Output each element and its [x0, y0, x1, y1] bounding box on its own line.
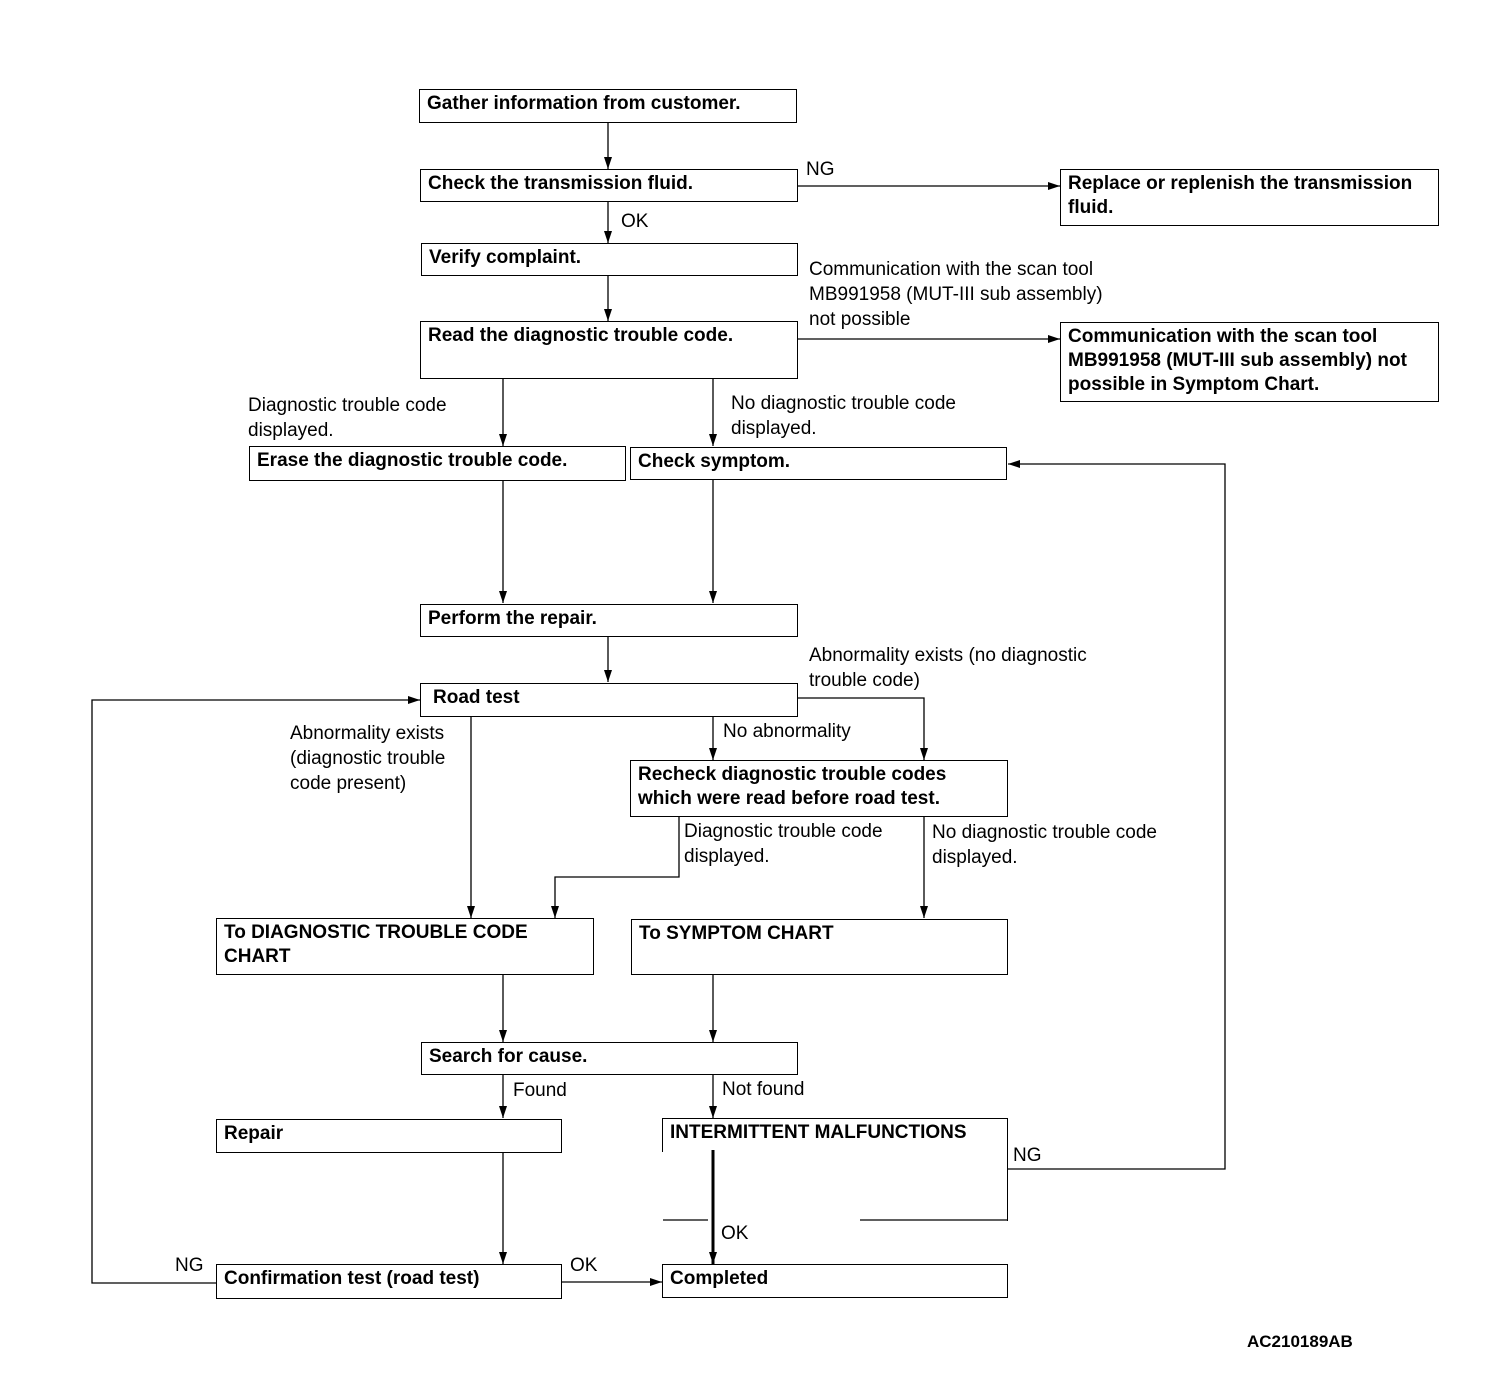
box-intermittent-malfunctions: INTERMITTENT MALFUNCTIONS [662, 1118, 1008, 1152]
box-perform-repair: Perform the repair. [420, 604, 798, 637]
label-ok-confirm: OK [570, 1255, 598, 1276]
label-ng-confirm: NG [175, 1255, 204, 1276]
label-ng-intermittent: NG [1013, 1145, 1042, 1166]
box-confirmation-test: Confirmation test (road test) [216, 1264, 562, 1299]
label-recheck-dtc-2: displayed. [684, 846, 770, 867]
box-gather-information: Gather information from customer. [419, 89, 797, 123]
box-verify-complaint: Verify complaint. [421, 243, 798, 276]
label-comm-line1: Communication with the scan tool [809, 259, 1094, 280]
label-dtc-displayed-1: Diagnostic trouble code [248, 395, 447, 416]
box-check-transmission-fluid: Check the transmission fluid. [420, 169, 798, 202]
label-recheck-dtc-1: Diagnostic trouble code [684, 821, 883, 842]
label-comm-line2: MB991958 (MUT-III sub assembly) [809, 284, 1103, 305]
label-no-dtc-2: displayed. [731, 418, 817, 439]
label-ok-fluid: OK [621, 211, 649, 232]
box-check-symptom: Check symptom. [630, 447, 1007, 480]
label-not-found: Not found [722, 1079, 805, 1100]
label-ok-intermittent: OK [721, 1223, 749, 1244]
intermittent-box-side-right [1007, 1150, 1008, 1221]
box-repair: Repair [216, 1119, 562, 1153]
label-abn-dtc-2: (diagnostic trouble [290, 748, 446, 769]
label-recheck-no-dtc-1: No diagnostic trouble code [932, 822, 1157, 843]
label-abn-no-dtc-1: Abnormality exists (no diagnostic [809, 645, 1087, 666]
box-to-symptom-chart: To SYMPTOM CHART [631, 919, 1008, 975]
arrow-intermittent-to-symptom [1007, 460, 1226, 1170]
label-ng-fluid: NG [806, 159, 835, 180]
label-abn-no-dtc-2: trouble code) [809, 670, 920, 691]
box-erase-dtc: Erase the diagnostic trouble code. [249, 446, 626, 481]
arrow-recheck-to-dtc-chart [551, 817, 680, 918]
label-dtc-displayed-2: displayed. [248, 420, 334, 441]
box-comm-not-possible: Communication with the scan tool MB99195… [1060, 322, 1439, 402]
label-no-dtc-1: No diagnostic trouble code [731, 393, 956, 414]
label-recheck-no-dtc-2: displayed. [932, 847, 1018, 868]
label-abn-dtc-3: code present) [290, 773, 407, 794]
box-recheck-dtc: Recheck diagnostic trouble codes which w… [630, 760, 1008, 817]
arrow-confirmation-to-roadtest [91, 696, 420, 1284]
box-completed: Completed [662, 1264, 1008, 1298]
reference-code: AC210189AB [1247, 1332, 1353, 1351]
box-search-for-cause: Search for cause. [421, 1042, 798, 1075]
label-no-abnormality: No abnormality [723, 721, 851, 742]
box-to-dtc-chart: To DIAGNOSTIC TROUBLE CODE CHART [216, 918, 594, 975]
label-comm-line3: not possible [809, 309, 911, 330]
label-found: Found [513, 1080, 567, 1101]
label-abn-dtc-1: Abnormality exists [290, 723, 445, 744]
arrow-roadtest-to-recheck-abn [797, 697, 928, 760]
box-read-dtc: Read the diagnostic trouble code. [420, 321, 798, 379]
box-road-test: Road test [420, 683, 798, 717]
box-replace-fluid: Replace or replenish the transmission fl… [1060, 169, 1439, 226]
